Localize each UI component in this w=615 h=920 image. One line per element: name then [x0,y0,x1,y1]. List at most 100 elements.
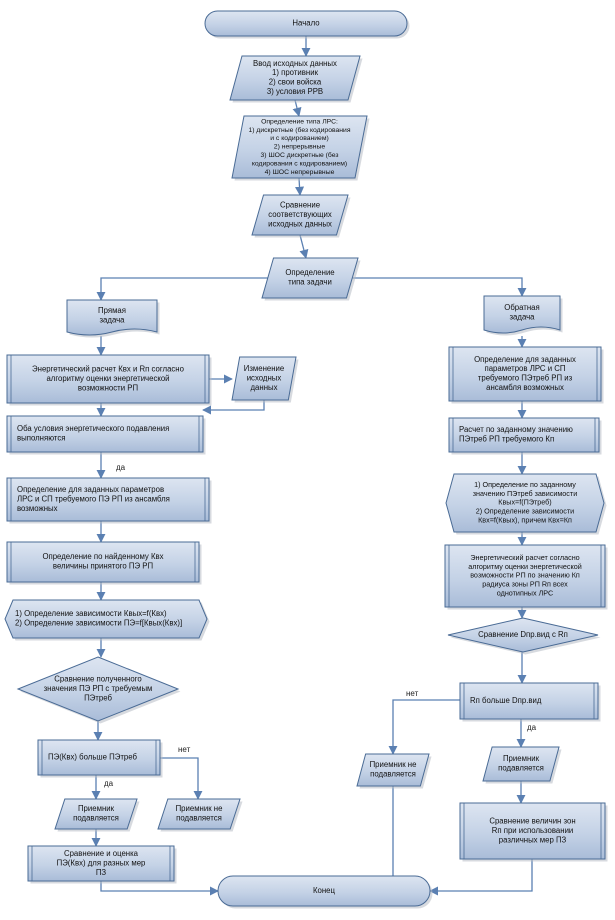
node-text: Сравнение Dпр.вид с Rп [478,630,568,639]
connector-arrow [100,881,219,896]
node-text: Определение типа ЛРС: [261,118,338,125]
node-text: 2) Определение зависимости ПЭ=f[Квых(Квх… [15,619,182,628]
node-text: Приемник не [176,804,223,813]
node-shape [6,477,210,522]
node-shape [231,115,368,179]
node-text: Rп больше Dпр.вид [470,696,542,705]
connectors [91,36,533,896]
node-shape [445,473,605,533]
node-shape [6,541,200,583]
edge-label-yes1: да [116,463,126,472]
node-text: требуемого ПЭтреб РП из [478,374,573,383]
connector-arrow [388,699,460,755]
node-energy-calc-right: Энергетический расчет согласноалгоритму … [444,544,608,610]
node-text: Ввод исходных данных [253,59,337,68]
node-text: Определение [285,268,334,277]
node-text: данных [251,383,278,392]
node-text: ПЭтреб [84,693,112,702]
node-text: Изменение [244,364,285,373]
node-text: возможных [17,504,58,513]
connector-arrow [96,277,290,301]
node-text: 2) непрерывные [274,144,326,151]
node-text: ПЭ(Квх) для разных мер [57,858,146,867]
node-text: Энергетический расчет Квх и Rп согласно [32,365,185,374]
node-text: подавляется [176,814,222,823]
connector-arrow [350,277,527,297]
node-text: задача [509,313,535,322]
node-shape [444,544,606,608]
node-text: 4) ШОС непрерывные [265,169,335,176]
connector-arrow [392,786,431,896]
node-text: Квых=f(ПЭтреб) [498,498,551,507]
node-text: значению ПЭтреб зависимости [473,489,577,498]
node-text: исходных данных [268,219,332,228]
node-text: Приемник не [370,760,417,769]
connector-arrow [292,99,302,117]
node-text: Приемник [503,754,540,763]
node-text: возможности РП [78,383,138,392]
node-start: Начало [204,10,410,39]
node-text: Начало [292,18,320,27]
node-shape [157,798,241,830]
node-text: 1) противник [272,68,319,77]
node-shape [4,599,208,639]
node-text: Определение по найденному Квх [42,552,163,561]
node-shape [6,354,210,404]
node-text: исходных [247,373,282,382]
node-text: алгоритму оценки энергетической [468,562,581,571]
node-shape [483,295,561,334]
node-text: однотипных ЛРС [497,588,553,597]
node-define-lrs: Определение типа ЛРС:1) дискретные (без … [231,115,370,181]
node-shape [231,356,297,401]
node-compare-dpr: Сравнение Dпр.вид с Rп [447,617,601,655]
node-text: задача [99,316,125,325]
node-text: 2) свои войска [269,78,322,87]
node-text: Приемник [78,804,115,813]
edge-label-no2: нет [406,689,419,698]
node-text: параметров ЛРС и СП [484,364,565,373]
node-both-conditions: Оба условия энергетического подавлениявы… [6,415,206,455]
node-text: Сравнение и оценка [64,849,139,858]
node-text: Сравнение [280,201,320,210]
edge-label-yes3: да [527,723,537,732]
node-shape [447,617,599,653]
node-pe-greater: ПЭ(Квх) больше ПЭтреб [37,739,163,778]
node-end: Конец [217,875,433,909]
node-text: радиуса зоны РП Rп всех [482,580,568,589]
node-text: 1) Определение по заданному [474,480,576,489]
node-text: подавляется [498,764,544,773]
node-text: 3) ШОС дискретные (без [261,151,339,159]
node-shape [66,299,158,336]
node-shape [204,10,408,37]
node-text: Rп при использовании [492,826,574,835]
node-dependencies-left: 1) Определение зависимости Квых=f(Квх)2)… [4,599,210,641]
node-text: Расчет по заданному значению [459,425,573,434]
node-text: различных мер ПЗ [499,835,567,844]
node-text: Сравнение величин зон [489,817,575,826]
node-text: 1) дискретные (без кодирования [248,126,350,134]
node-text: Сравнение полученного [54,675,142,684]
node-shape [356,753,430,787]
node-shape [482,746,560,782]
connector-arrow [160,757,203,800]
node-text: и с кодированием) [270,135,329,142]
node-text: выполняются [17,434,66,443]
node-text: значения ПЭ РП с требуемым [44,684,153,693]
node-shape [6,415,204,453]
node-text: Энергетический расчет согласно [470,553,579,562]
